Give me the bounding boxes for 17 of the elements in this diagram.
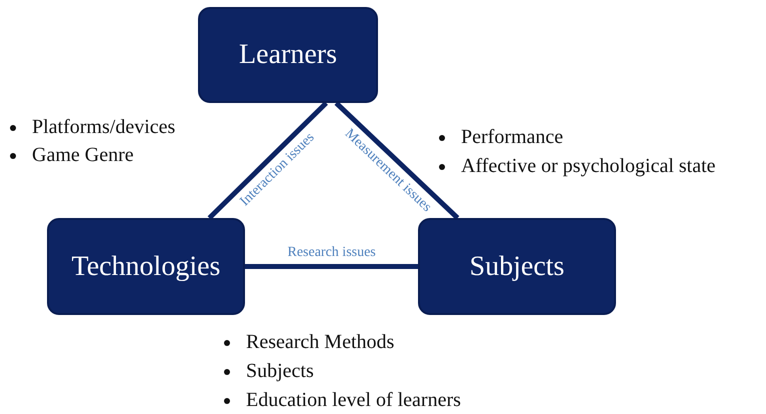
edge-label: Research issues	[288, 244, 376, 260]
node-label: Subjects	[470, 250, 564, 282]
bullet-text: Game Genre	[32, 144, 134, 166]
rounded-box	[47, 218, 245, 315]
bullet-text: Performance	[461, 126, 564, 148]
connector-line	[208, 101, 328, 220]
rounded-box	[418, 218, 616, 315]
rounded-box	[198, 7, 378, 103]
connector-line	[245, 264, 418, 269]
bullet-text: Subjects	[246, 360, 314, 382]
bullet-text: Platforms/devices	[32, 116, 176, 138]
node-label: Technologies	[72, 250, 220, 282]
connector-line	[334, 101, 460, 220]
node-label: Learners	[239, 39, 337, 71]
bullet-text: Education level of learners	[246, 389, 461, 411]
bullet-text: Affective or psychological state	[461, 155, 716, 177]
bullet-text: Research Methods	[246, 331, 394, 353]
